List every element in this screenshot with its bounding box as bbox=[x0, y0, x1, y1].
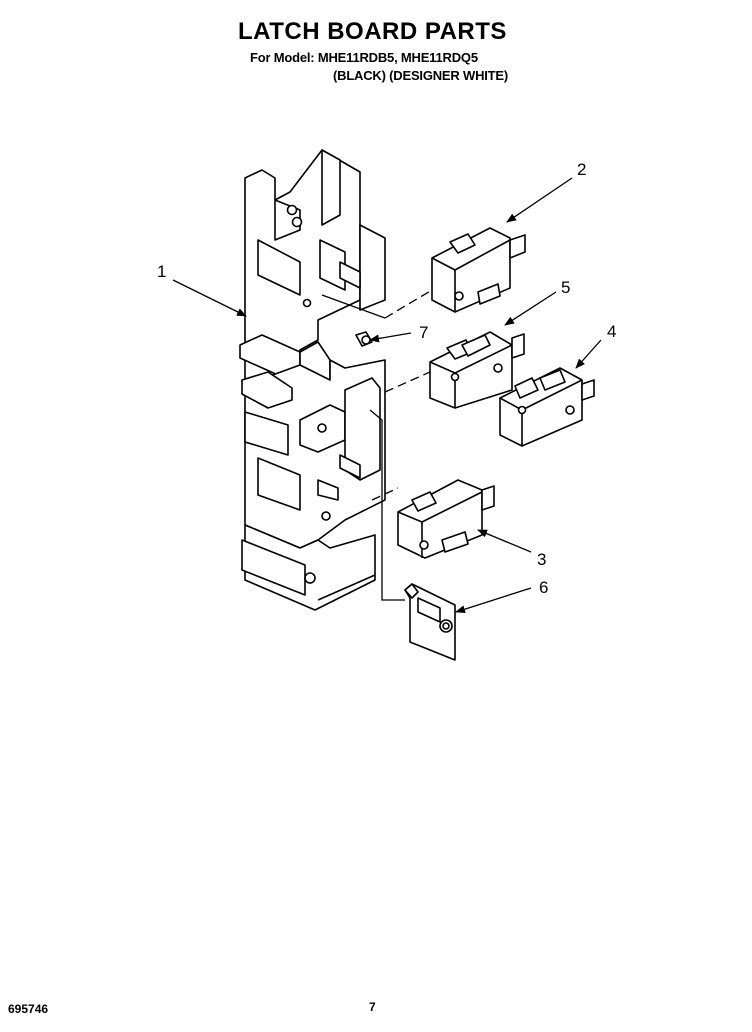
callout-2: 2 bbox=[577, 160, 587, 179]
callout-1: 1 bbox=[157, 262, 167, 281]
callout-4: 4 bbox=[607, 322, 617, 341]
page-title: LATCH BOARD PARTS bbox=[238, 18, 507, 45]
callout-5: 5 bbox=[561, 278, 571, 297]
latch-board-part-1 bbox=[239, 149, 386, 611]
document-number: 695746 bbox=[8, 1002, 49, 1016]
model-numbers: For Model: MHE11RDB5, MHE11RDQ5 bbox=[250, 50, 478, 65]
switch-part-4 bbox=[499, 367, 595, 447]
switch-part-3 bbox=[397, 479, 495, 559]
callout-3: 3 bbox=[537, 550, 547, 569]
screw-part-7 bbox=[355, 331, 373, 347]
model-colors: (BLACK) (DESIGNER WHITE) bbox=[333, 68, 509, 83]
callout-7: 7 bbox=[419, 323, 429, 342]
switch-part-5 bbox=[429, 331, 525, 409]
switch-part-2 bbox=[431, 227, 526, 313]
lever-part-6 bbox=[404, 583, 456, 661]
callout-6: 6 bbox=[539, 578, 549, 597]
page-number: 7 bbox=[369, 1000, 376, 1014]
